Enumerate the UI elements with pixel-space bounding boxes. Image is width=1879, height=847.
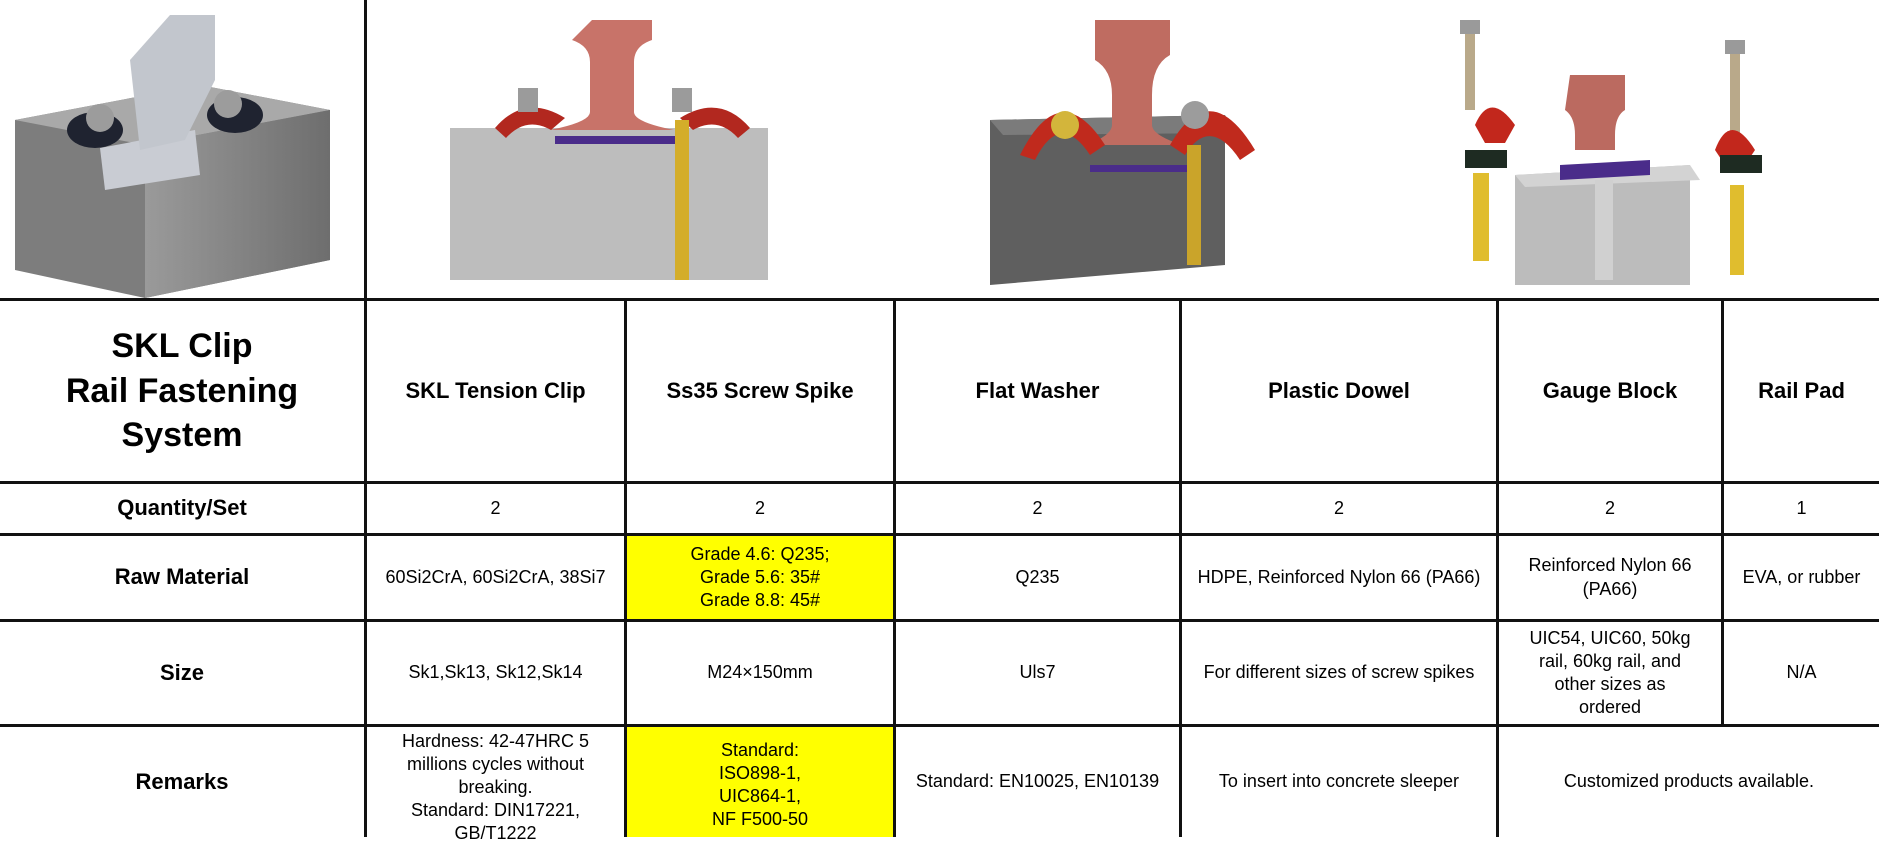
remarks-cell-highlighted: Standard: ISO898-1, UIC864-1, NF F500-50 (627, 727, 893, 837)
quantity-cell: 1 (1796, 497, 1807, 518)
size-cell: N/A (1786, 662, 1817, 683)
quantity-cell: 2 (1333, 497, 1344, 518)
cell-line: breaking. (458, 777, 533, 798)
title-line: Rail Fastening (65, 371, 299, 410)
size-cell: M24×150mm (707, 662, 813, 683)
raw-material-cell-highlighted: Grade 4.6: Q235; Grade 5.6: 35# Grade 8.… (627, 536, 893, 619)
row-label-raw-material: Raw Material (114, 564, 250, 590)
title-line: SKL Clip (111, 326, 253, 365)
raw-material-cell: Q235 (1015, 566, 1060, 587)
section-3d-illustration (990, 20, 1255, 285)
cell-line: (PA66) (1582, 578, 1638, 599)
cell-line: Standard: DIN17221, (410, 800, 581, 821)
size-cell: Uls7 (1019, 662, 1056, 683)
header-gauge-block: Gauge Block (1542, 377, 1678, 403)
cell-line: Grade 5.6: 35# (699, 566, 821, 587)
quantity-cell: 2 (1604, 497, 1615, 518)
header-skl-tension-clip: SKL Tension Clip (405, 377, 586, 403)
front-section-illustration (450, 20, 768, 280)
remarks-cell: Standard: EN10025, EN10139 (915, 771, 1160, 792)
cell-line: GB/T1222 (454, 823, 537, 844)
title-line: System (121, 416, 243, 455)
cell-line: UIC864-1, (718, 786, 802, 807)
raw-material-cell: EVA, or rubber (1742, 566, 1861, 587)
cell-line: ordered (1578, 697, 1642, 718)
cell-line: Grade 8.8: 45# (699, 590, 821, 611)
system-title: SKL Clip Rail Fastening System (0, 301, 364, 481)
raw-material-cell: Reinforced Nylon 66 (PA66) (1499, 536, 1721, 619)
size-cell: UIC54, UIC60, 50kg rail, 60kg rail, and … (1499, 622, 1721, 724)
quantity-cell: 2 (490, 497, 501, 518)
cell-line: Reinforced Nylon 66 (1528, 555, 1692, 576)
cell-line: Hardness: 42-47HRC 5 (401, 731, 590, 751)
header-rail-pad: Rail Pad (1758, 377, 1845, 403)
header-flat-washer: Flat Washer (975, 377, 1100, 403)
raw-material-cell: 60Si2CrA, 60Si2CrA, 38Si7 (385, 566, 606, 587)
quantity-cell: 2 (754, 497, 765, 518)
header-ss35-screw-spike: Ss35 Screw Spike (666, 377, 854, 403)
row-label-remarks: Remarks (135, 768, 229, 794)
header-plastic-dowel: Plastic Dowel (1268, 377, 1410, 403)
row-label-quantity: Quantity/Set (117, 495, 247, 521)
quantity-cell: 2 (1032, 497, 1043, 518)
row-label-size: Size (159, 659, 205, 685)
remarks-cell: Hardness: 42-47HRC 5 millions cycles wit… (367, 727, 624, 847)
size-cell: For different sizes of screw spikes (1203, 662, 1475, 683)
size-cell: Sk1,Sk13, Sk12,Sk14 (408, 662, 583, 683)
cell-line: UIC54, UIC60, 50kg (1529, 627, 1691, 648)
cell-line: ISO898-1, (718, 763, 802, 784)
cell-line: other sizes as (1554, 674, 1666, 694)
cell-line: NF F500-50 (711, 809, 809, 830)
assembled-fastening-illustration (15, 15, 330, 298)
remarks-cell: To insert into concrete sleeper (1218, 771, 1460, 792)
cell-line: Standard: (720, 740, 800, 760)
cell-line: rail, 60kg rail, and (1538, 650, 1682, 671)
raw-material-cell: HDPE, Reinforced Nylon 66 (PA66) (1197, 566, 1481, 587)
cell-line: Grade 4.6: Q235; (690, 543, 830, 564)
remarks-cell-merged: Customized products available. (1563, 771, 1815, 792)
exploded-illustration (1460, 20, 1762, 285)
cell-line: millions cycles without (406, 754, 585, 775)
